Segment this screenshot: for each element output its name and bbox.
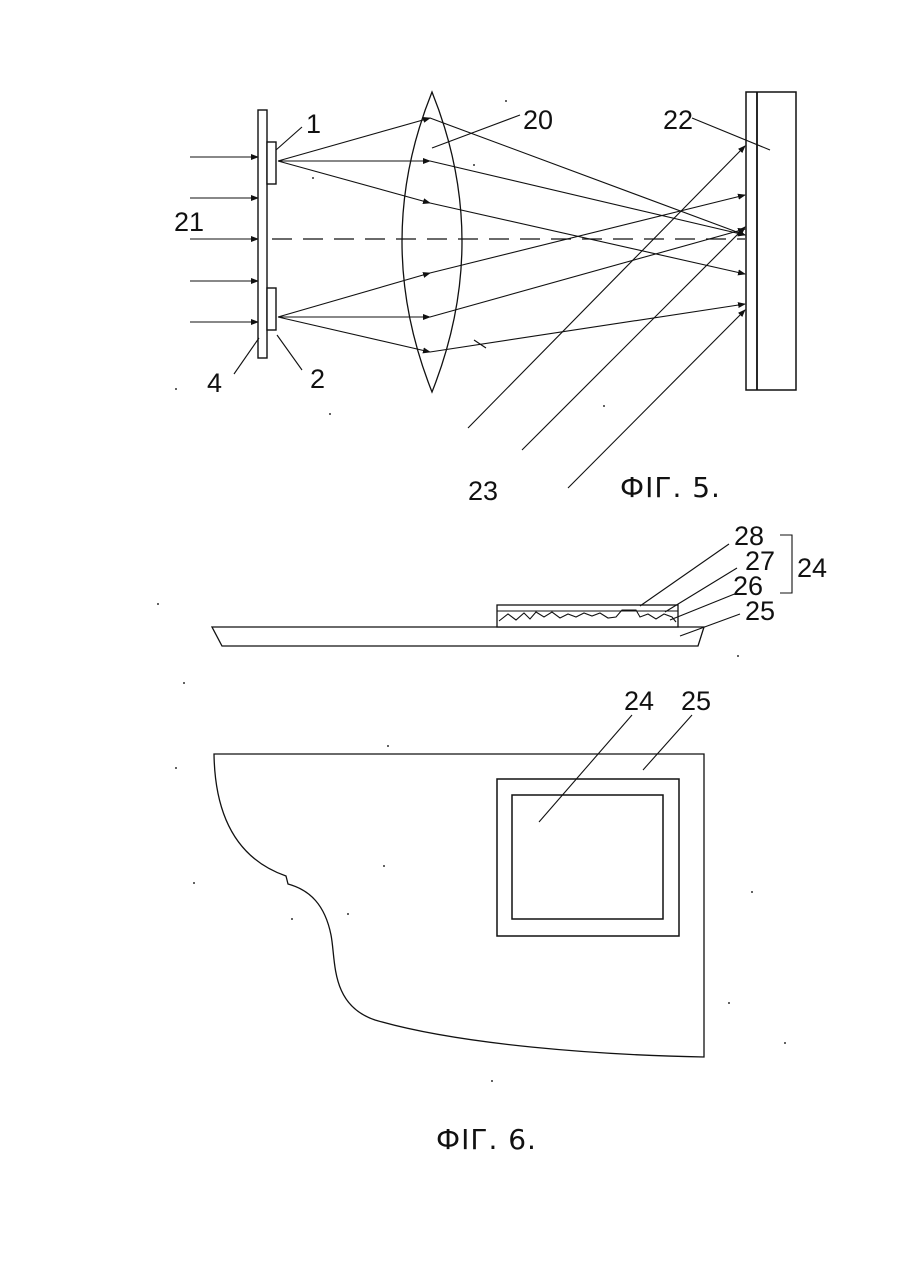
label-25-side: 25 <box>745 596 775 626</box>
frame-inner <box>512 795 663 919</box>
scan-specks <box>157 100 786 1082</box>
label-1: 1 <box>306 109 321 139</box>
incident-beam-arrows <box>190 157 258 322</box>
label-4: 4 <box>207 368 222 398</box>
label-24-plan: 24 <box>624 686 654 716</box>
element-2 <box>267 288 276 330</box>
bracket-24 <box>780 535 792 593</box>
rays-from-element-1 <box>278 118 745 274</box>
base-strip <box>212 627 704 646</box>
lens <box>402 92 462 392</box>
screen <box>746 92 796 390</box>
element-1 <box>267 142 276 184</box>
label-20: 20 <box>523 105 553 135</box>
figure-6: 28 27 26 25 24 <box>212 521 827 646</box>
label-2: 2 <box>310 364 325 394</box>
label-23: 23 <box>468 476 498 506</box>
figure-5: 1 20 22 21 4 2 23 ФІГ. 5. <box>174 92 796 506</box>
label-22: 22 <box>663 105 693 135</box>
reference-lines-23 <box>468 146 745 488</box>
label-21: 21 <box>174 207 204 237</box>
figure-5-caption: ФІГ. 5. <box>620 471 721 504</box>
label-24-bracket: 24 <box>797 553 827 583</box>
substrate-plate <box>258 110 267 358</box>
label-25-plan: 25 <box>681 686 711 716</box>
figure-6-plan: 24 25 ФІГ. 6. <box>214 686 711 1156</box>
figure-6-caption: ФІГ. 6. <box>436 1123 537 1156</box>
